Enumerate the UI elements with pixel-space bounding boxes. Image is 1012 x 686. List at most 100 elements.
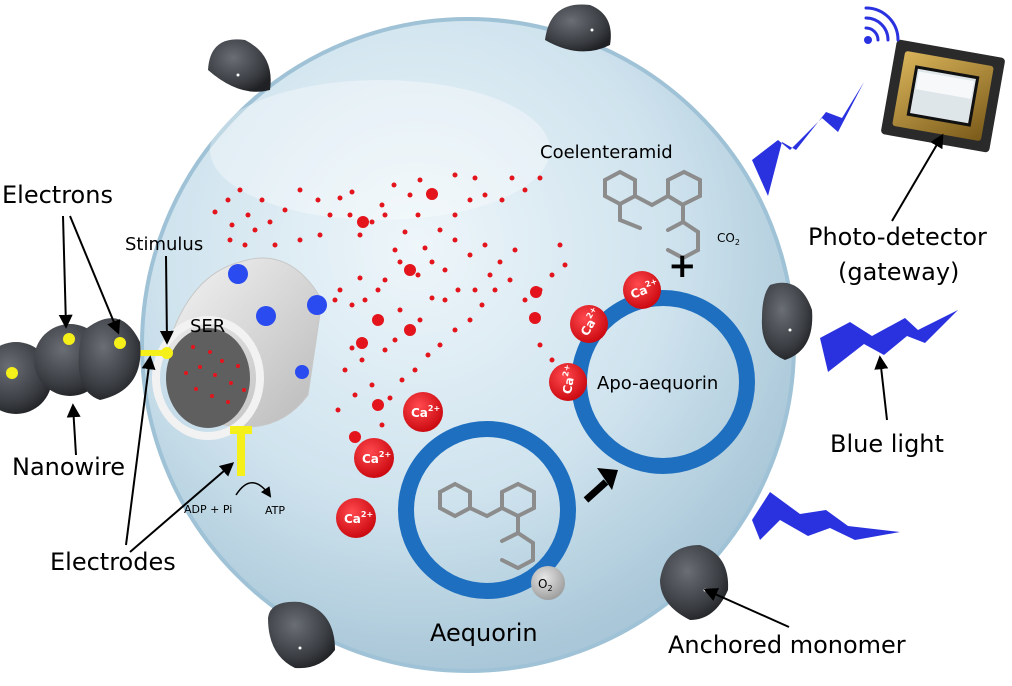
- calcium-dot: [352, 392, 358, 398]
- calcium-dot: [422, 245, 428, 251]
- calcium-dot-large: [530, 286, 542, 298]
- calcium-dot: [369, 382, 375, 388]
- calcium-dot: [482, 242, 488, 248]
- anchored-monomer: [660, 545, 729, 620]
- calcium-dot-large: [357, 216, 369, 228]
- calcium-dot: [252, 227, 258, 233]
- calcium-dot: [245, 212, 251, 218]
- calcium-dot: [387, 395, 393, 401]
- calcium-ions: Ca2+Ca2+Ca2+Ca2+Ca2+Ca2+: [336, 271, 661, 538]
- calcium-dot: [315, 197, 321, 203]
- cell-highlight: [210, 80, 550, 220]
- nanowire: [0, 318, 141, 414]
- calcium-dot: [337, 195, 343, 201]
- photo-detector-chip: [881, 39, 1005, 153]
- calcium-dot: [391, 182, 397, 188]
- calcium-ion-label: Ca2+: [344, 510, 373, 526]
- calcium-ion: Ca2+: [336, 498, 376, 538]
- calcium-dot: [497, 259, 503, 265]
- adp-pi-label: ADP + Pi: [184, 503, 232, 516]
- calcium-dot-large: [404, 324, 416, 336]
- ser-channel: [228, 264, 248, 284]
- calcium-dot: [455, 287, 461, 293]
- calcium-dot: [282, 207, 288, 213]
- calcium-ion: Ca2+: [623, 271, 661, 309]
- calcium-dot: [417, 177, 423, 183]
- calcium-dot: [379, 422, 385, 428]
- calcium-ion: Ca2+: [570, 305, 608, 343]
- apo-aequorin-label: Apo-aequorin: [597, 373, 718, 394]
- oxygen-bubble: [531, 566, 565, 600]
- calcium-dot: [272, 242, 278, 248]
- calcium-dot: [392, 337, 398, 343]
- electron-dot: [6, 367, 18, 379]
- calcium-dot: [399, 377, 405, 383]
- calcium-ion: Ca2+: [403, 392, 443, 432]
- calcium-dot: [337, 287, 343, 293]
- stimulus-label: Stimulus: [125, 234, 203, 255]
- calcium-dot: [467, 252, 473, 258]
- calcium-dot: [227, 237, 233, 243]
- calcium-dot-large: [349, 431, 361, 443]
- ser-channel: [295, 365, 309, 379]
- blue-light-label: Blue light: [830, 430, 944, 458]
- calcium-dot: [549, 272, 555, 278]
- calcium-dot: [237, 187, 243, 193]
- calcium-dot: [482, 192, 488, 198]
- calcium-dot: [442, 297, 448, 303]
- aequorin-label: Aequorin: [430, 619, 538, 647]
- calcium-dot: [332, 297, 338, 303]
- calcium-ion-label: Ca2+: [628, 277, 661, 302]
- blue-light-bolt: [752, 82, 864, 196]
- calcium-dot: [349, 345, 355, 351]
- calcium-dot: [417, 317, 423, 323]
- calcium-dot: [357, 275, 363, 281]
- calcium-dot: [349, 302, 355, 308]
- calcium-dot: [425, 352, 431, 358]
- electrodes-label: Electrodes: [50, 548, 176, 576]
- calcium-dot: [397, 259, 403, 265]
- calcium-dot: [297, 237, 303, 243]
- aequorin-bound-molecule: [438, 481, 536, 571]
- coelenteramid-molecule: [603, 169, 702, 261]
- calcium-dot: [452, 212, 458, 218]
- calcium-dot: [452, 327, 458, 333]
- calcium-ion-label: Ca2+: [411, 404, 440, 420]
- calcium-dot: [349, 189, 355, 195]
- ser-channel: [256, 306, 276, 326]
- calcium-dot: [382, 212, 388, 218]
- calcium-dot-large: [529, 312, 541, 324]
- calcium-dot: [429, 259, 435, 265]
- calcium-dot: [452, 237, 458, 243]
- ser-cylinder: [152, 257, 327, 440]
- calcium-dot: [297, 187, 303, 193]
- calcium-dot: [452, 172, 458, 178]
- blue-light-bolt: [820, 310, 958, 372]
- calcium-dot: [479, 302, 485, 308]
- calcium-dot: [259, 197, 265, 203]
- calcium-dot: [342, 367, 348, 373]
- wireless-signal-icon: [864, 6, 900, 44]
- calcium-dot: [522, 297, 528, 303]
- calcium-dot: [362, 297, 368, 303]
- calcium-dot: [317, 232, 323, 238]
- calcium-dot: [472, 175, 478, 181]
- calcium-dot: [359, 357, 365, 363]
- electron-dot: [63, 333, 75, 345]
- calcium-dot: [437, 342, 443, 348]
- conversion-arrow: [583, 479, 609, 503]
- calcium-dot-large: [372, 314, 384, 326]
- photo-detector-gateway-label: (gateway): [838, 258, 959, 286]
- calcium-dot: [382, 347, 388, 353]
- calcium-dot: [415, 272, 421, 278]
- calcium-dot: [537, 342, 543, 348]
- calcium-dot: [509, 175, 515, 181]
- calcium-dot: [225, 197, 231, 203]
- calcium-dot-large: [372, 399, 384, 411]
- calcium-ion-label: Ca2+: [362, 450, 391, 466]
- calcium-dot: [327, 212, 333, 218]
- calcium-dot: [442, 267, 448, 273]
- co2-label: CO2: [717, 231, 740, 247]
- calcium-dot: [429, 295, 435, 301]
